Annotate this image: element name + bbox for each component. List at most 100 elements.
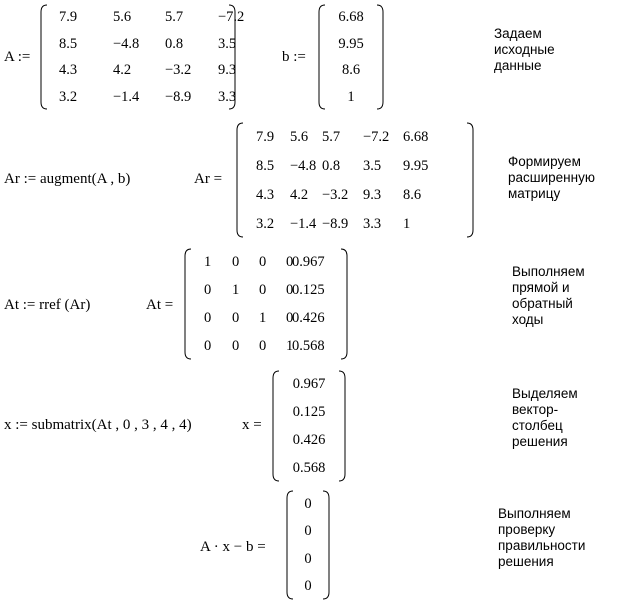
matrix-cell: 1 [232, 282, 240, 298]
matrix-cell: 3.2 [256, 215, 275, 232]
comment-line: обратный [512, 296, 573, 311]
matrix-cell: 0 [259, 338, 267, 354]
matrix-brackets [184, 248, 348, 360]
comment-line: Задаем [494, 26, 542, 41]
matrix-cell: 0 [259, 254, 267, 270]
matrix-cell: 0 [286, 310, 294, 326]
assign-A-label[interactable]: A := [4, 49, 31, 65]
matrix-cell: 0.568 [292, 338, 325, 354]
comment-line: исходные [494, 42, 555, 57]
matrix-cell: −1.4 [290, 215, 317, 232]
right-paren [340, 248, 348, 360]
comment-line: данные [494, 58, 542, 73]
comment-line: вектор- [512, 402, 559, 417]
matrix-cell: 8.5 [59, 35, 78, 52]
matrix-brackets [272, 370, 346, 482]
left-paren [272, 370, 280, 482]
matrix-brackets [236, 122, 474, 238]
matrix-cell: 3.3 [218, 88, 237, 105]
comment-line: проверку [498, 522, 556, 537]
matrix-cell: 0.426 [292, 310, 325, 326]
matrix-brackets [286, 490, 330, 600]
matrix-cell: 0.125 [292, 404, 326, 420]
matrix-cell: 1 [403, 215, 411, 232]
matrix-cell: 0.568 [292, 460, 326, 476]
check-expression[interactable]: A · x − b = [200, 539, 266, 555]
matrix-cell: 1 [347, 88, 355, 105]
matrix-cell: 9.95 [403, 157, 429, 174]
matrix-cell: 0 [232, 338, 240, 354]
assign-b-label[interactable]: b := [282, 49, 306, 65]
comment-line: Формируем [508, 154, 581, 169]
matrix-cell: 0 [304, 523, 312, 540]
comment-line: решения [498, 554, 554, 569]
matrix-cell: 7.9 [59, 9, 78, 26]
submatrix-expression[interactable]: x := submatrix(At , 0 , 3 , 4 , 4) [4, 417, 192, 433]
matrix-cell: 0 [204, 338, 212, 354]
matrix-cell: 4.2 [113, 62, 132, 79]
result-x-label: x = [242, 417, 262, 433]
matrix-cell: 0 [286, 282, 294, 298]
matrix-cell: −7.2 [218, 9, 245, 26]
matrix-cell: 4.2 [290, 186, 309, 203]
matrix-cell: 8.6 [341, 62, 361, 79]
matrix-cell: 3.5 [363, 157, 382, 174]
matrix-cell: 3.2 [59, 88, 78, 105]
comment-line: ходы [512, 312, 544, 327]
matrix-cell: 0 [204, 282, 212, 298]
left-paren [236, 122, 244, 238]
matrix-cell: −8.9 [322, 215, 349, 232]
matrix-cell: 6.68 [338, 9, 364, 26]
comment-line: Выделяем [512, 386, 578, 401]
matrix-cell: 5.7 [165, 9, 184, 26]
matrix-cell: 4.3 [59, 62, 78, 79]
matrix-cell: 1 [286, 338, 294, 354]
left-paren [286, 490, 294, 600]
matrix-cell: 1 [259, 310, 267, 326]
comment-line: Выполняем [498, 506, 571, 521]
comment-line: матрицу [508, 186, 561, 201]
comment-line: прямой и [512, 280, 570, 295]
matrix-cell: 0 [259, 282, 267, 298]
left-paren [184, 248, 192, 360]
comment-line: правильности [498, 538, 586, 553]
matrix-cell: 0 [286, 254, 294, 270]
matrix-cell: 0 [232, 254, 240, 270]
matrix-cell: 0.125 [292, 282, 325, 298]
rref-expression[interactable]: At := rref (Ar) [4, 297, 91, 313]
comment-line: Выполняем [512, 264, 585, 279]
matrix-cell: 0.967 [292, 376, 326, 392]
augment-expression[interactable]: Ar := augment(A , b) [4, 171, 131, 187]
left-paren [40, 4, 48, 110]
matrix-brackets [40, 4, 236, 110]
result-At-label: At = [146, 297, 174, 313]
matrix-cell: 7.9 [256, 128, 275, 145]
matrix-cell: −4.8 [113, 35, 140, 52]
result-Ar-label: Ar = [194, 171, 223, 187]
matrix-cell: 9.3 [218, 62, 237, 79]
comment-line: расширенную [508, 170, 595, 185]
matrix-cell: 0.8 [322, 157, 341, 174]
matrix-cell: 6.68 [403, 128, 429, 145]
matrix-cell: 4.3 [256, 186, 275, 203]
matrix-cell: 0 [232, 310, 240, 326]
matrix-cell: 0.8 [165, 35, 184, 52]
matrix-cell: 5.7 [322, 128, 341, 145]
left-paren [318, 4, 326, 110]
matrix-cell: 3.3 [363, 215, 382, 232]
right-paren [228, 4, 236, 110]
right-paren [376, 4, 384, 110]
matrix-brackets [318, 4, 384, 110]
matrix-cell: 9.3 [363, 186, 382, 203]
matrix-cell: 0 [304, 495, 312, 512]
comment-line: решения [512, 434, 568, 449]
matrix-cell: −3.2 [322, 186, 349, 203]
